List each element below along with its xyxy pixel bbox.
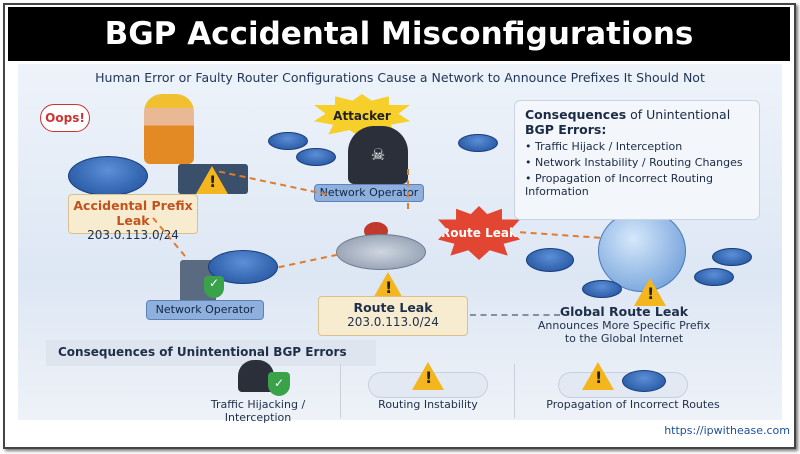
page-title: BGP Accidental Misconfigurations <box>8 7 790 61</box>
route-leak-box: Route Leak 203.0.113.0/24 <box>318 296 468 336</box>
global-leak-title: Global Route Leak <box>559 304 689 319</box>
global-leak-line1: Announces More Specific Prefix <box>537 319 711 332</box>
router-icon <box>526 248 574 272</box>
router-icon <box>268 132 308 150</box>
warning-icon: ! <box>634 278 666 306</box>
warning-icon: ! <box>412 362 444 390</box>
route-leak-title: Route Leak <box>353 300 433 315</box>
router-icon <box>458 134 498 152</box>
engineer-figure <box>144 94 194 164</box>
router-icon <box>296 148 336 166</box>
global-leak-line2: to the Global Internet <box>564 332 684 345</box>
bottom-item-label: Routing Instability <box>378 398 478 411</box>
network-operator-top: Network Operator <box>314 184 424 202</box>
router-icon <box>712 248 752 266</box>
consequence-item: Network Instability / Routing Changes <box>525 156 749 169</box>
oops-bubble: Oops! <box>40 104 90 132</box>
shield-check-icon: ✓ <box>204 276 224 298</box>
bottom-item-label: Traffic Hijacking / Interception <box>210 398 306 424</box>
router-icon <box>208 250 278 284</box>
network-operator-left: Network Operator <box>146 300 264 320</box>
divider <box>514 364 515 418</box>
accidental-leak-title: Accidental Prefix Leak <box>73 198 193 228</box>
diagram: Human Error or Faulty Router Configurati… <box>18 64 782 424</box>
consequence-item: Propagation of Incorrect Routing Informa… <box>525 172 749 198</box>
accidental-prefix-leak: Accidental Prefix Leak 203.0.113.0/24 <box>68 194 198 242</box>
divider <box>340 364 341 418</box>
hacker-icon: ☠ <box>348 126 408 184</box>
subtitle: Human Error or Faulty Router Configurati… <box>95 70 705 85</box>
route-arrow <box>470 314 560 316</box>
route-leak-prefix: 203.0.113.0/24 <box>347 315 439 329</box>
router-icon <box>622 370 666 392</box>
consequence-item: Traffic Hijack / Interception <box>525 140 749 153</box>
leak-arrow <box>520 231 600 239</box>
shield-check-icon: ✓ <box>268 372 290 396</box>
accidental-leak-prefix: 203.0.113.0/24 <box>87 228 179 242</box>
router-icon <box>68 156 148 196</box>
site-url[interactable]: https://ipwithease.com <box>664 424 790 437</box>
warning-icon: ! <box>582 362 614 390</box>
leak-arrow <box>278 253 338 269</box>
bottom-item-label: Propagation of Incorrect Routes <box>546 398 720 411</box>
warning-icon: ! <box>196 166 228 194</box>
leak-arrow <box>407 169 409 209</box>
route-leak-burst: Route Leak <box>438 206 520 260</box>
router-icon <box>582 280 622 298</box>
warning-icon: ! <box>372 272 404 300</box>
global-leak: Global Route Leak Announces More Specifi… <box>524 304 724 345</box>
core-router-icon <box>336 234 426 270</box>
router-icon <box>694 268 734 286</box>
bottom-heading: Consequences of Unintentional BGP Errors <box>46 340 376 366</box>
